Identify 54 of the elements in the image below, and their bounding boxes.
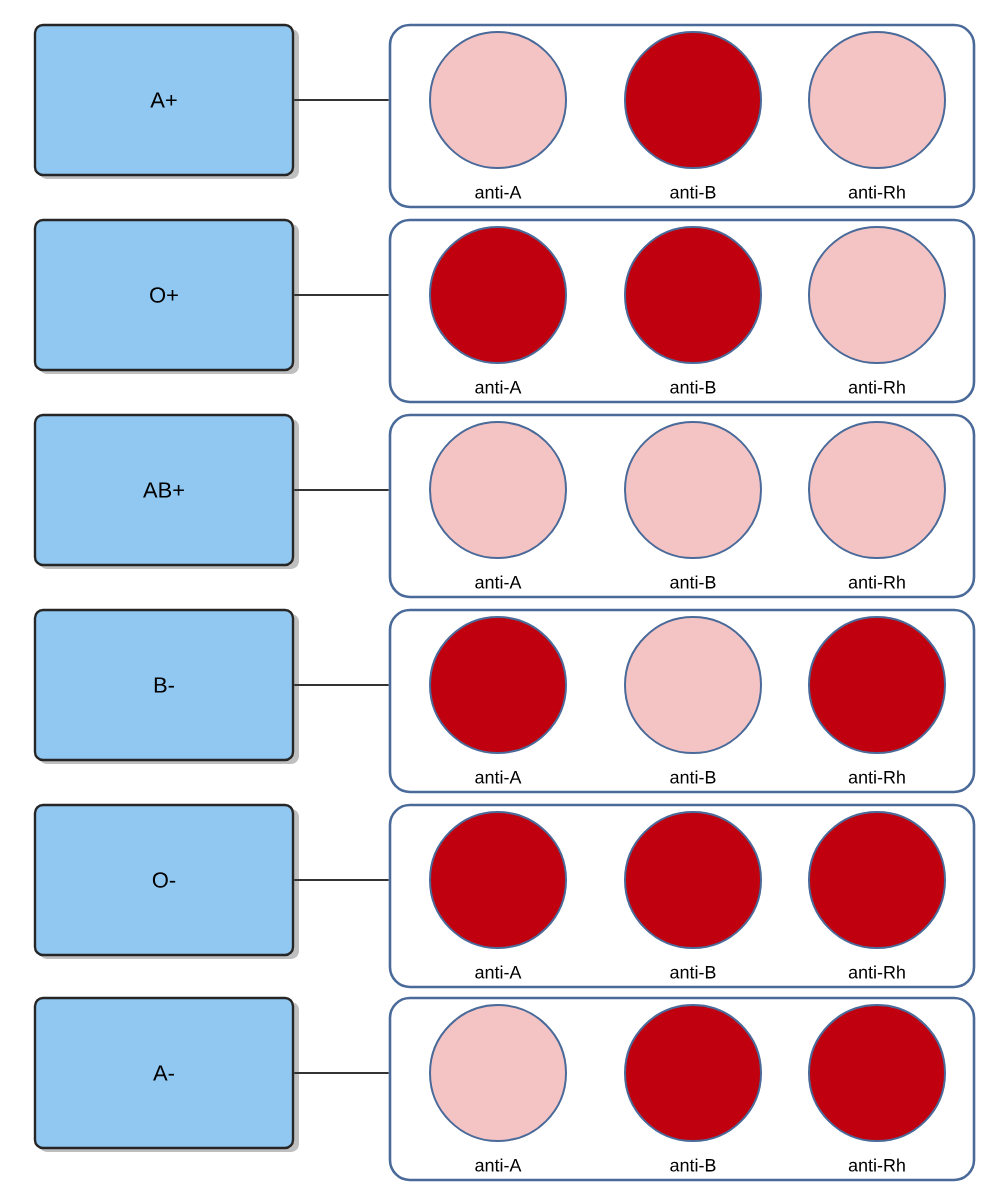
test-well: anti-B — [624, 226, 762, 394]
node-label: anti-A — [475, 380, 522, 394]
test-well: anti-A — [429, 616, 567, 784]
node-label: anti-A — [475, 575, 522, 589]
node-label: anti-B — [670, 185, 716, 199]
node-label: anti-B — [670, 1158, 716, 1172]
test-panel — [388, 803, 976, 989]
node-label: anti-B — [670, 575, 716, 589]
test-well: anti-Rh — [808, 811, 946, 979]
node-label: anti-A — [475, 770, 522, 784]
node-label: anti-A — [475, 185, 522, 199]
node-label: anti-Rh — [848, 1158, 905, 1172]
node-label: anti-A — [475, 965, 522, 979]
connector-line — [293, 294, 390, 296]
test-well: anti-B — [624, 811, 762, 979]
test-panel — [388, 413, 976, 599]
blood-type-box: O+ — [33, 218, 299, 374]
blood-type-box: B- — [33, 608, 299, 764]
test-well: anti-Rh — [808, 421, 946, 589]
blood-type-box: A+ — [33, 23, 299, 179]
connector-line — [293, 1072, 390, 1074]
test-panel — [388, 996, 976, 1182]
node-label: anti-B — [670, 380, 716, 394]
node-label: anti-A — [475, 1158, 522, 1172]
test-well: anti-B — [624, 421, 762, 589]
test-well: anti-Rh — [808, 226, 946, 394]
node-label: anti-Rh — [848, 575, 905, 589]
test-well: anti-Rh — [808, 1004, 946, 1172]
test-well: anti-Rh — [808, 616, 946, 784]
test-well: anti-A — [429, 421, 567, 589]
node-label: anti-Rh — [848, 965, 905, 979]
test-well: anti-B — [624, 1004, 762, 1172]
connector-line — [293, 99, 390, 101]
test-panel — [388, 218, 976, 404]
node-label: anti-Rh — [848, 185, 905, 199]
test-well: anti-A — [429, 1004, 567, 1172]
blood-type-box: AB+ — [33, 413, 299, 569]
connector-line — [293, 684, 390, 686]
node-label: anti-B — [670, 770, 716, 784]
test-well: anti-A — [429, 226, 567, 394]
test-well: anti-B — [624, 31, 762, 199]
node-label: anti-Rh — [848, 770, 905, 784]
blood-type-box: O- — [33, 803, 299, 959]
test-panel — [388, 23, 976, 209]
blood-type-box: A- — [33, 996, 299, 1152]
test-well: anti-Rh — [808, 31, 946, 199]
connector-line — [293, 489, 390, 491]
test-well: anti-A — [429, 811, 567, 979]
connector-line — [293, 879, 390, 881]
test-well: anti-A — [429, 31, 567, 199]
test-well: anti-B — [624, 616, 762, 784]
node-label: anti-B — [670, 965, 716, 979]
test-panel — [388, 608, 976, 794]
node-label: anti-Rh — [848, 380, 905, 394]
